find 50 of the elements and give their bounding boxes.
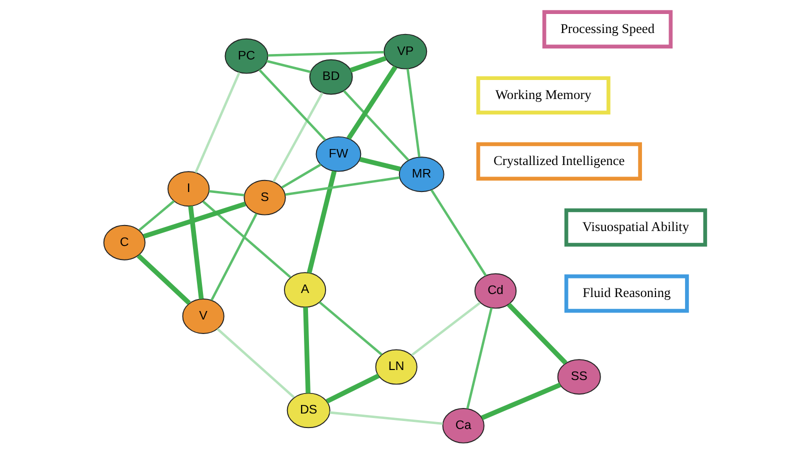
connector: [406, 68, 420, 158]
node-ellipse: Cd: [474, 273, 516, 309]
connector: [258, 68, 326, 141]
connector: [267, 50, 384, 57]
connector: [359, 157, 400, 172]
connector: [302, 307, 310, 394]
node-ellipse: PC: [224, 38, 268, 74]
node-box: Crystallized Intelligence: [476, 142, 642, 181]
connector: [266, 60, 310, 74]
connector: [210, 213, 257, 301]
connector: [138, 200, 174, 232]
node-ellipse: Ca: [442, 408, 484, 444]
connector: [194, 72, 240, 174]
node-box: Working Memory: [476, 76, 610, 114]
connector: [202, 200, 291, 278]
connector: [410, 302, 480, 356]
connector: [306, 170, 336, 274]
node-ellipse: LN: [374, 349, 417, 385]
connector: [280, 164, 321, 189]
node-box: Fluid Reasoning: [564, 274, 688, 313]
connector: [480, 382, 561, 420]
connector: [466, 308, 492, 409]
connector: [430, 189, 486, 276]
connector: [318, 301, 382, 356]
node-ellipse: A: [283, 272, 326, 308]
connector: [272, 92, 323, 182]
node-box: Processing Speed: [542, 10, 672, 48]
node-ellipse: V: [182, 298, 224, 334]
connector: [208, 190, 244, 196]
connector: [136, 254, 190, 305]
connector: [284, 176, 400, 196]
connector: [349, 56, 386, 73]
node-ellipse: FW: [315, 136, 361, 172]
node-ellipse: VP: [383, 34, 427, 70]
connector: [216, 328, 294, 398]
node-box: Visuospatial Ability: [564, 208, 707, 247]
connector: [325, 374, 380, 404]
connector: [346, 66, 397, 140]
node-ellipse: SS: [556, 359, 600, 395]
connector: [188, 206, 204, 300]
node-ellipse: C: [102, 224, 145, 260]
node-ellipse: BD: [308, 59, 352, 95]
connector: [329, 411, 442, 425]
node-ellipse: I: [167, 171, 210, 207]
connector: [142, 202, 246, 239]
connector: [506, 302, 567, 365]
node-ellipse: MR: [398, 156, 444, 192]
connector: [342, 90, 409, 161]
node-ellipse: DS: [286, 392, 330, 428]
node-ellipse: S: [243, 180, 286, 216]
